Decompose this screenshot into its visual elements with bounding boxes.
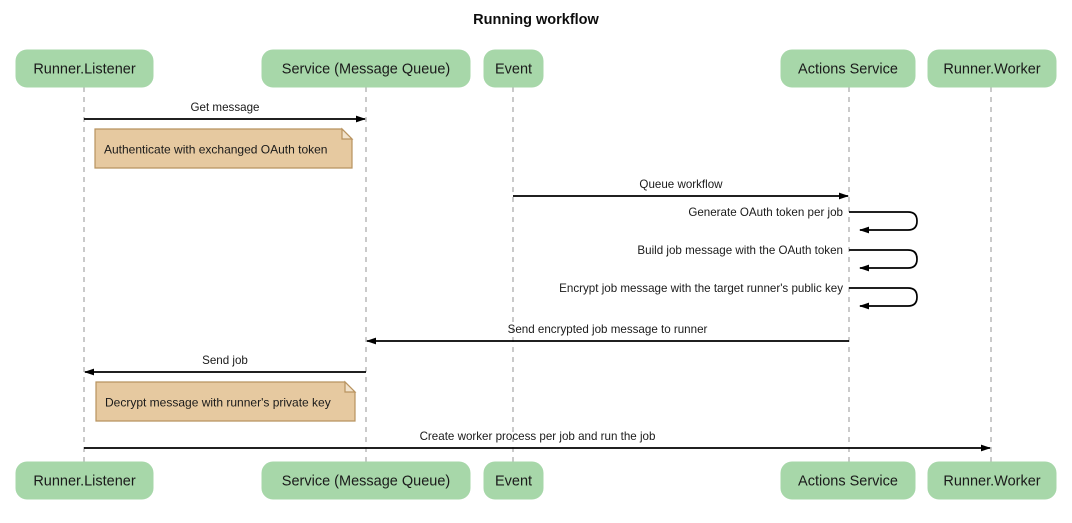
message-label: Get message	[191, 101, 260, 114]
page-title: Running workflow	[473, 12, 599, 28]
message-generate-oauth-token-per-job: Generate OAuth token per job	[688, 206, 918, 234]
message-create-worker-process-per-job-and-run-the-job: Create worker process per job and run th…	[84, 430, 991, 452]
participant-label: Service (Message Queue)	[282, 62, 450, 78]
participant-box	[483, 461, 544, 500]
participant-event-top[interactable]: Event	[483, 49, 544, 88]
note-body	[94, 128, 353, 169]
message-label: Send encrypted job message to runner	[508, 323, 708, 336]
message-label: Build job message with the OAuth token	[637, 244, 843, 257]
participant-label: Service (Message Queue)	[282, 474, 450, 490]
participant-runner-listener-top[interactable]: Runner.Listener	[15, 49, 154, 88]
note-label: Decrypt message with runner's private ke…	[105, 396, 331, 410]
message-send-job: Send job	[84, 354, 366, 376]
participant-box	[15, 461, 154, 500]
participant-event-bottom[interactable]: Event	[483, 461, 544, 500]
self-loop-path	[849, 287, 918, 310]
participant-box	[15, 49, 154, 88]
participant-actions-service-top[interactable]: Actions Service	[780, 49, 916, 88]
note-body	[95, 381, 356, 422]
note-fold-corner-icon	[344, 380, 357, 393]
note-label: Authenticate with exchanged OAuth token	[104, 143, 327, 157]
message-build-job-message-with-the-oauth-token: Build job message with the OAuth token	[637, 244, 918, 272]
message-label: Encrypt job message with the target runn…	[559, 282, 843, 295]
participant-box	[927, 461, 1057, 500]
message-send-encrypted-job-message-to-runner: Send encrypted job message to runner	[366, 323, 849, 345]
participant-label: Runner.Listener	[33, 62, 136, 78]
participant-box	[261, 49, 471, 88]
participant-runner-listener-bottom[interactable]: Runner.Listener	[15, 461, 154, 500]
message-queue-workflow: Queue workflow	[513, 178, 849, 200]
participant-box	[483, 49, 544, 88]
participant-label: Actions Service	[798, 474, 898, 490]
participant-label: Actions Service	[798, 62, 898, 78]
participant-actions-service-bottom[interactable]: Actions Service	[780, 461, 916, 500]
notes-layer: Authenticate with exchanged OAuth tokenD…	[94, 127, 357, 422]
message-encrypt-job-message-with-the-target-runners-public-key: Encrypt job message with the target runn…	[559, 282, 918, 310]
message-label: Create worker process per job and run th…	[420, 430, 656, 443]
participant-box	[927, 49, 1057, 88]
participant-label: Runner.Worker	[943, 474, 1040, 490]
message-label: Generate OAuth token per job	[688, 206, 843, 219]
message-label: Queue workflow	[639, 178, 723, 191]
lifelines-layer	[83, 87, 992, 462]
participant-runner-worker-bottom[interactable]: Runner.Worker	[927, 461, 1057, 500]
note-fold-corner-icon	[341, 127, 354, 140]
participant-label: Event	[495, 474, 532, 490]
self-loop-path	[849, 249, 918, 272]
participant-box	[780, 49, 916, 88]
self-loop-path	[849, 211, 918, 234]
message-get-message: Get message	[84, 101, 366, 123]
note-authenticate-with-exchanged-oauth-token: Authenticate with exchanged OAuth token	[94, 127, 354, 169]
note-decrypt-message-with-runners-private-key: Decrypt message with runner's private ke…	[95, 380, 357, 422]
participant-service-message-queue-bottom[interactable]: Service (Message Queue)	[261, 461, 471, 500]
participant-runner-worker-top[interactable]: Runner.Worker	[927, 49, 1057, 88]
message-label: Send job	[202, 354, 248, 367]
participant-box	[261, 461, 471, 500]
participant-label: Runner.Worker	[943, 62, 1040, 78]
participant-label: Event	[495, 62, 532, 78]
participant-box	[780, 461, 916, 500]
participant-label: Runner.Listener	[33, 474, 136, 490]
participant-service-message-queue-top[interactable]: Service (Message Queue)	[261, 49, 471, 88]
